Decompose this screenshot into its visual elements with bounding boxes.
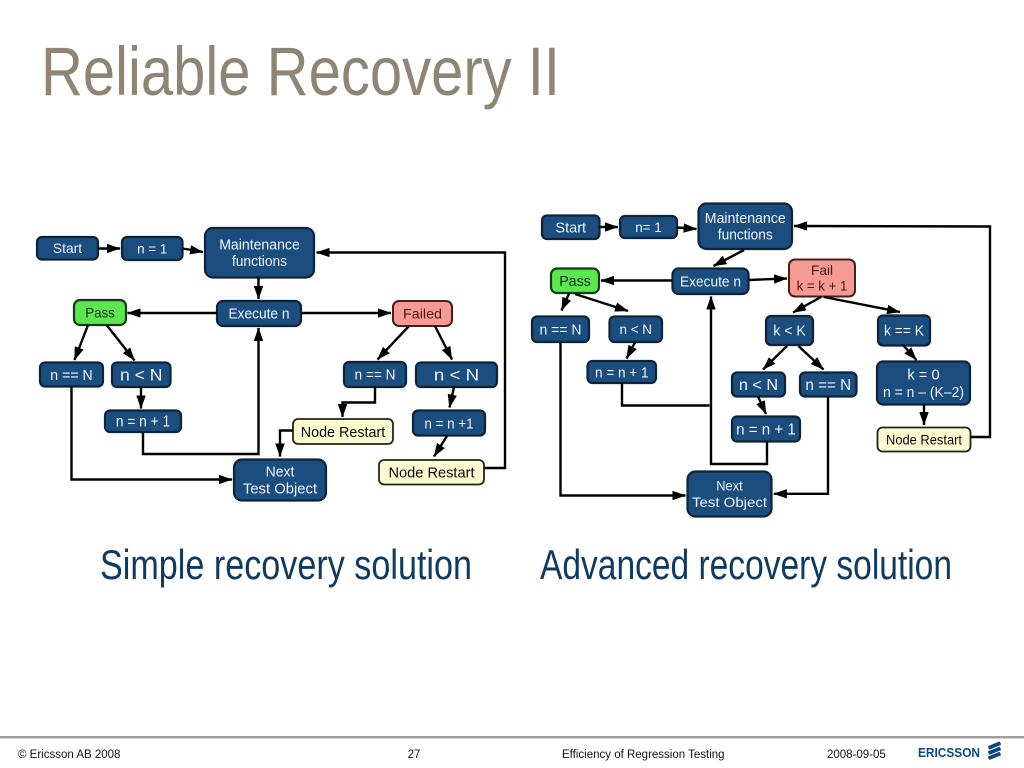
svg-text:Efficiency of Regression Testi: Efficiency of Regression Testing	[562, 749, 725, 761]
svg-text:© Ericsson AB 2008: © Ericsson AB 2008	[18, 749, 120, 761]
svg-text:Node Restart: Node Restart	[389, 465, 476, 482]
svg-text:functions: functions	[718, 228, 773, 244]
svg-text:n == N: n == N	[50, 367, 92, 384]
svg-text:Pass: Pass	[85, 304, 115, 320]
svg-text:n = n + 1: n = n + 1	[595, 364, 649, 381]
svg-text:n = n + 1: n = n + 1	[116, 414, 170, 431]
svg-text:n < N: n < N	[739, 377, 778, 394]
svg-text:ERICSSON: ERICSSON	[918, 745, 980, 760]
svg-text:Test Object: Test Object	[692, 494, 767, 510]
svg-text:Advanced recovery solution: Advanced recovery solution	[540, 541, 952, 588]
svg-text:Maintenance: Maintenance	[705, 211, 786, 227]
svg-text:2008-09-05: 2008-09-05	[827, 749, 886, 761]
svg-text:Execute n: Execute n	[228, 307, 289, 323]
svg-text:Next: Next	[266, 465, 295, 481]
svg-text:Fail: Fail	[811, 262, 833, 278]
svg-text:27: 27	[408, 749, 421, 761]
svg-text:n < N: n < N	[120, 367, 163, 385]
svg-text:n= 1: n= 1	[635, 219, 662, 235]
svg-text:n < N: n < N	[434, 366, 479, 385]
svg-text:Simple recovery solution: Simple recovery solution	[100, 541, 472, 588]
svg-text:k = 0: k = 0	[907, 367, 939, 383]
svg-text:Start: Start	[53, 240, 82, 256]
svg-text:Failed: Failed	[403, 305, 442, 321]
svg-text:n == N: n == N	[539, 322, 581, 339]
svg-text:functions: functions	[232, 254, 287, 270]
svg-text:Start: Start	[555, 220, 586, 236]
svg-text:n < N: n < N	[620, 321, 653, 337]
svg-text:n = n + 1: n = n + 1	[736, 422, 796, 439]
svg-text:n = n +1: n = n +1	[424, 415, 473, 432]
svg-text:Next: Next	[716, 478, 743, 494]
svg-text:k == K: k == K	[884, 324, 924, 340]
svg-text:Pass: Pass	[559, 274, 591, 290]
svg-text:Reliable Recovery II: Reliable Recovery II	[41, 33, 560, 110]
svg-text:k < K: k < K	[773, 324, 806, 340]
svg-text:Node Restart: Node Restart	[886, 431, 962, 447]
svg-text:n = 1: n = 1	[137, 240, 167, 256]
svg-text:k = k + 1: k = k + 1	[797, 278, 848, 294]
svg-text:Execute n: Execute n	[680, 274, 741, 290]
svg-text:n = n – (K–2): n = n – (K–2)	[883, 385, 964, 401]
svg-text:Test Object: Test Object	[243, 482, 317, 498]
svg-text:Maintenance: Maintenance	[219, 238, 300, 254]
svg-text:Node Restart: Node Restart	[301, 424, 386, 441]
svg-text:n == N: n == N	[355, 368, 396, 384]
svg-text:n == N: n == N	[805, 377, 851, 394]
